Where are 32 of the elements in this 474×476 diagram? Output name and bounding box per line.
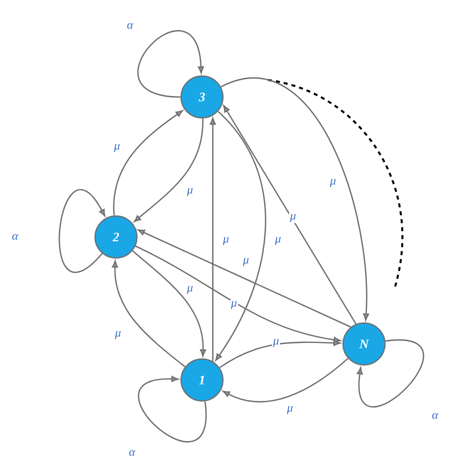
edge-label: α (10, 233, 20, 241)
edge-label: μ (274, 236, 282, 246)
edge-label: α (126, 22, 134, 30)
arrow (113, 110, 183, 216)
arrow (356, 340, 424, 408)
arrow (210, 118, 216, 362)
arrow (135, 246, 341, 343)
edge-label: α (128, 449, 136, 457)
arrow (132, 250, 206, 356)
edge-label: μ (186, 186, 194, 198)
edge-label: μ (113, 142, 122, 154)
arrow (138, 229, 351, 328)
arrow (223, 105, 356, 324)
arrow (58, 189, 106, 273)
edge-label: μ (289, 212, 298, 224)
edge-label: μ (222, 236, 230, 246)
edge-label: μ (286, 404, 294, 416)
arrow (215, 111, 266, 361)
edge-label: μ (242, 256, 250, 268)
arrow (134, 118, 204, 222)
edge-label: α (430, 412, 440, 420)
arrow (138, 376, 206, 442)
edge-label: μ (329, 178, 338, 188)
edge-label: μ (114, 330, 122, 340)
edge-label: μ (230, 300, 238, 310)
edge-label: μ (186, 284, 194, 296)
arrow (138, 30, 204, 98)
arrow (222, 358, 348, 402)
arrow (112, 260, 186, 368)
arrow (220, 78, 370, 321)
edge-label: μ (272, 338, 280, 348)
arrow (219, 340, 340, 368)
